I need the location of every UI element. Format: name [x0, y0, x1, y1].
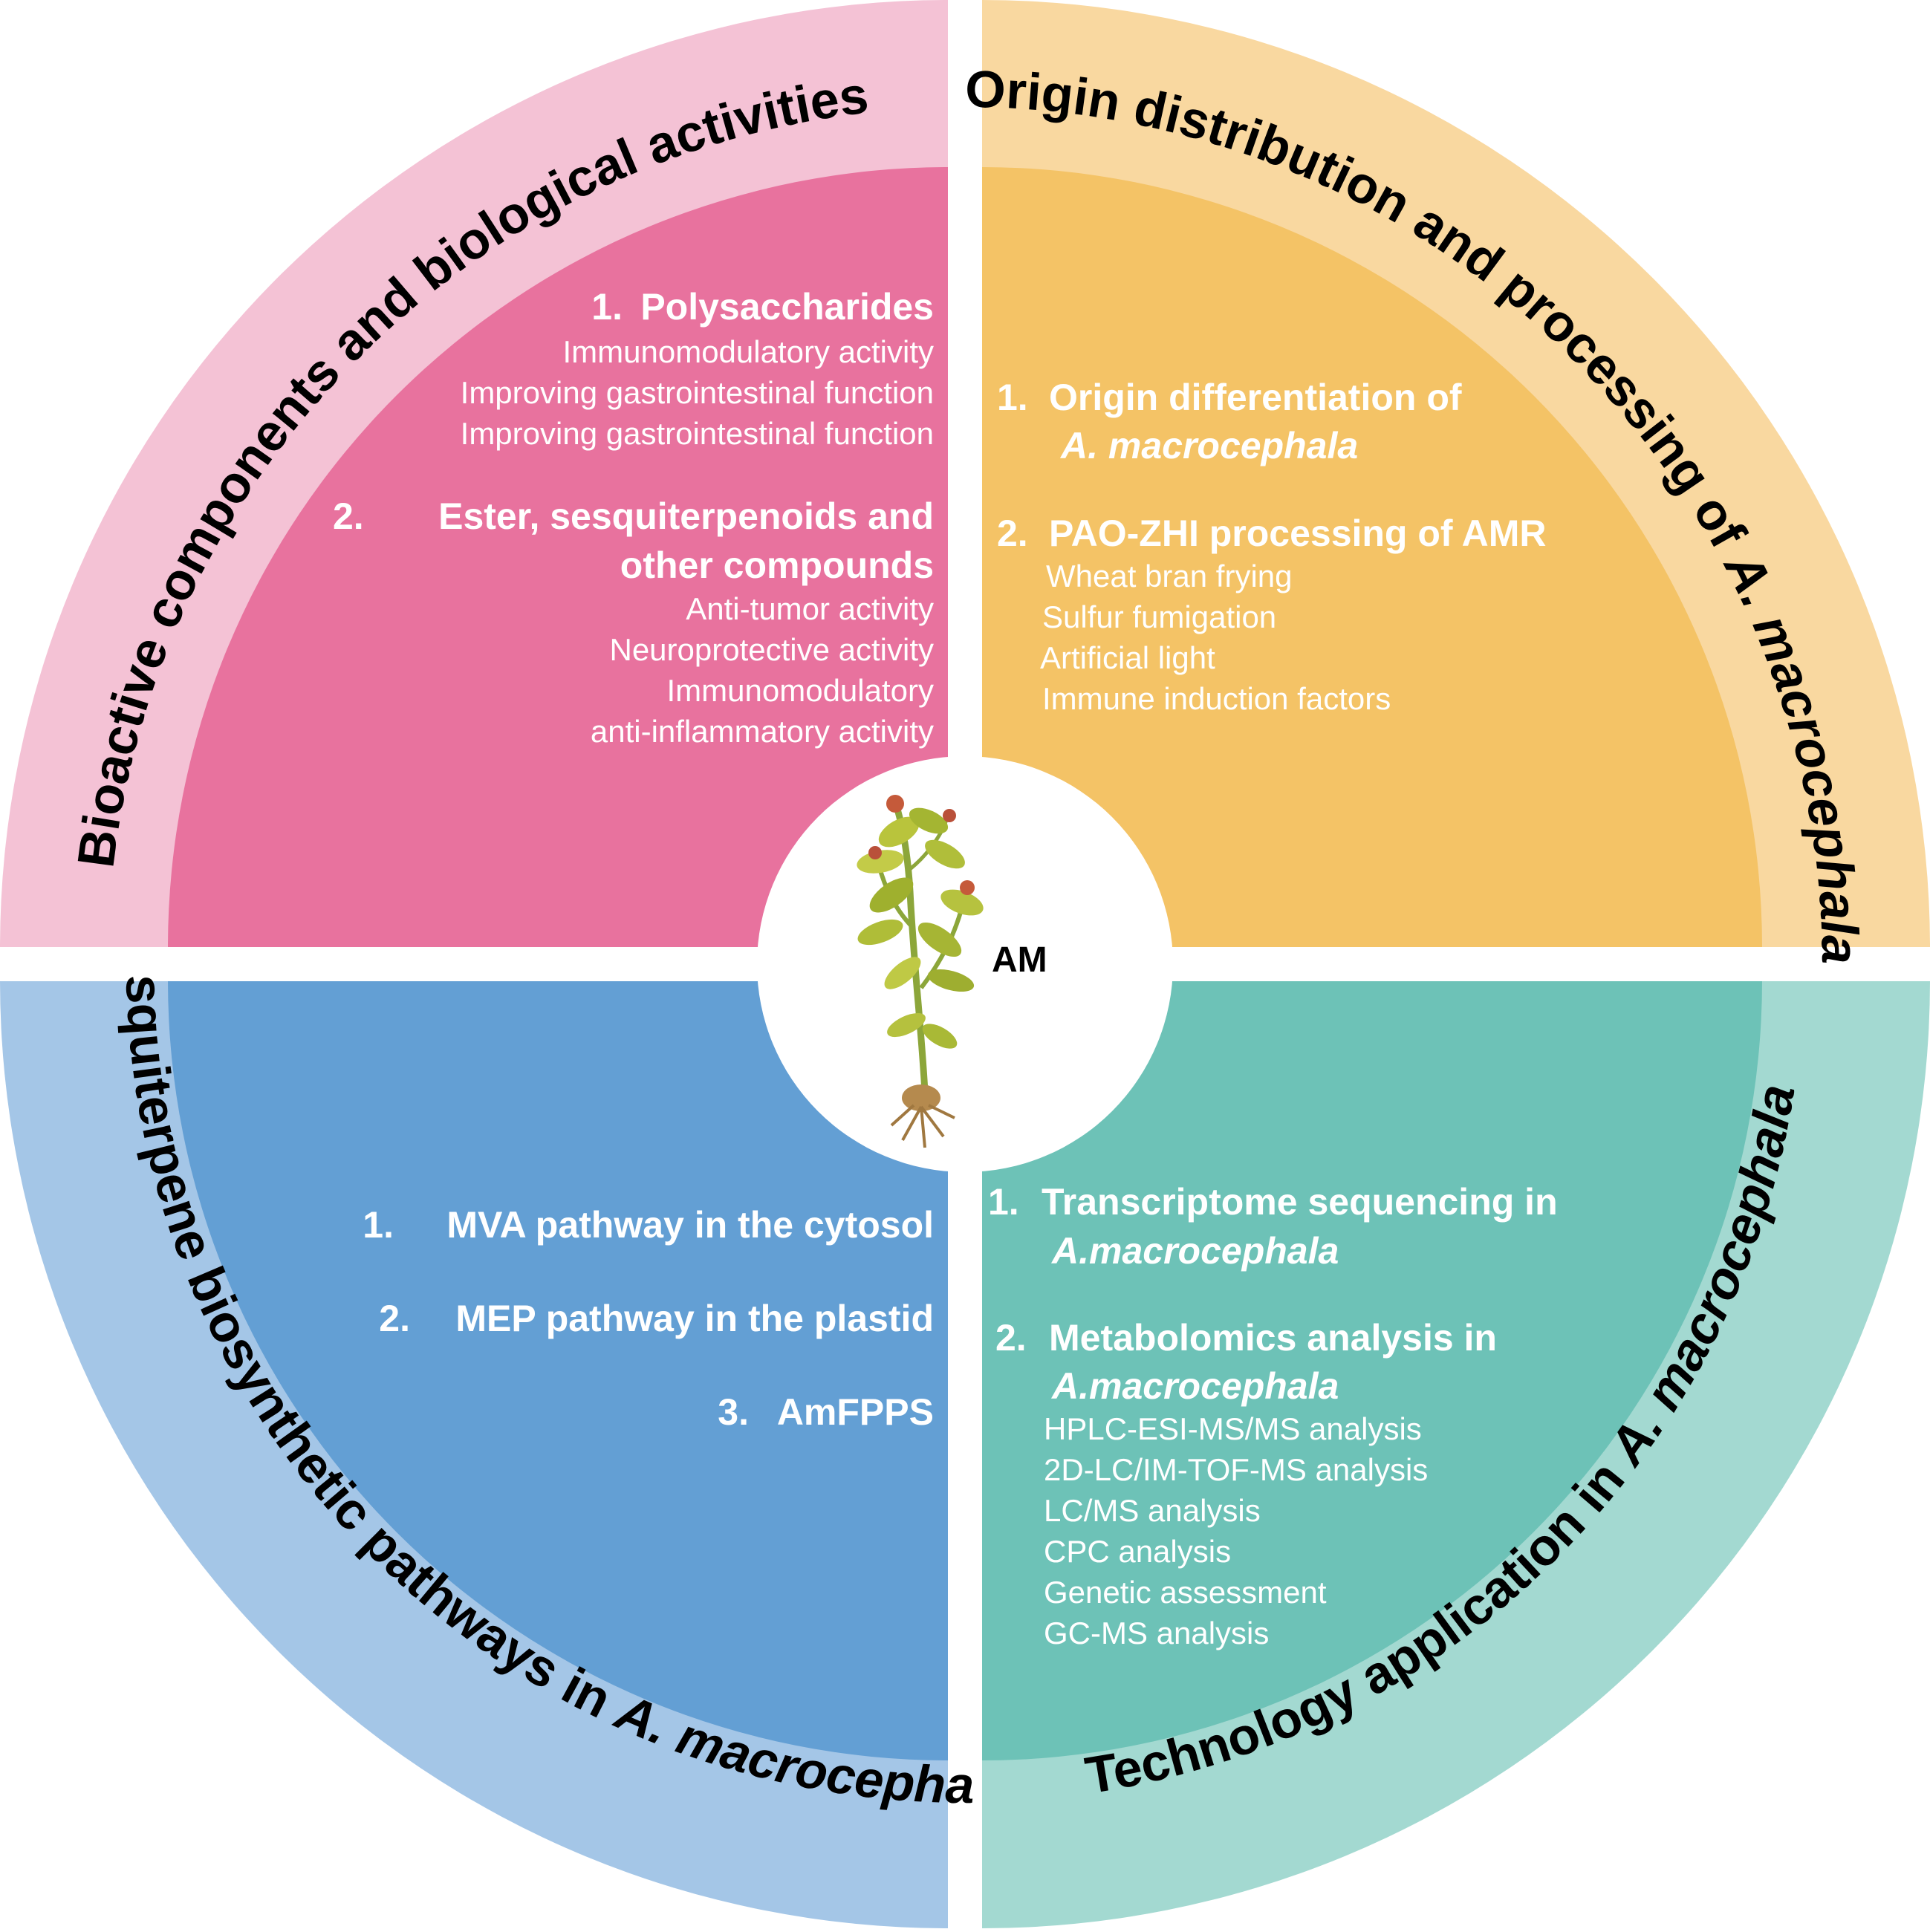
tl-group2-item: anti-inflammatory activity	[591, 714, 934, 749]
center-hub: AM	[757, 756, 1173, 1172]
bl-item-text: MVA pathway in the cytosol	[446, 1204, 934, 1246]
bl-item-number: 3.	[718, 1391, 749, 1433]
br-group2-item: 2D-LC/IM-TOF-MS analysis	[1044, 1452, 1428, 1487]
tr-group2-heading: PAO-ZHI processing of AMR	[1049, 513, 1546, 554]
bl-item-text: MEP pathway in the plastid	[455, 1298, 934, 1339]
quadrant-inner-bottom-right	[982, 981, 1762, 1760]
tl-group1-item: Improving gastrointestinal function	[461, 416, 934, 451]
tl-group1-heading: Polysaccharides	[640, 286, 934, 328]
br-group2-heading-italic: A.macrocephala	[1050, 1365, 1339, 1407]
tl-group2-item: Anti-tumor activity	[686, 591, 934, 626]
center-label: AM	[992, 940, 1047, 980]
br-group2-item: GC-MS analysis	[1044, 1616, 1269, 1650]
tl-group2-heading: other compounds	[620, 544, 934, 586]
bottom-right-content: 1. Transcriptome sequencing in A.macroce…	[988, 1181, 1558, 1650]
tr-group1-heading: Origin differentiation of	[1049, 377, 1462, 418]
br-group2-item: LC/MS analysis	[1044, 1493, 1261, 1528]
bottom-left-content: 1. MVA pathway in the cytosol 2. MEP pat…	[363, 1204, 934, 1433]
tr-group2-item: Sulfur fumigation	[1042, 599, 1276, 634]
bl-item-number: 1.	[363, 1204, 394, 1246]
br-group2-heading: Metabolomics analysis in	[1049, 1317, 1497, 1359]
tr-group1-number: 1.	[997, 377, 1028, 418]
br-group2-item: HPLC-ESI-MS/MS analysis	[1044, 1411, 1422, 1446]
tl-group1-item: Immunomodulatory activity	[562, 334, 934, 369]
br-group2-item: CPC analysis	[1044, 1534, 1231, 1569]
tl-group2-heading: Ester, sesquiterpenoids and	[438, 495, 934, 537]
quadrant-inner-top-right	[982, 167, 1762, 947]
br-group1-number: 1.	[988, 1181, 1019, 1223]
tr-group2-item: Artificial light	[1040, 640, 1215, 675]
tr-group2-number: 2.	[997, 513, 1028, 554]
top-right-content: 1. Origin differentiation of A. macrocep…	[997, 377, 1546, 716]
center-circle	[757, 756, 1173, 1172]
br-group2-item: Genetic assessment	[1044, 1575, 1327, 1610]
tl-group2-number: 2.	[333, 495, 364, 537]
tr-group2-item: Immune induction factors	[1042, 681, 1391, 716]
br-group1-heading-italic: A.macrocephala	[1050, 1230, 1339, 1272]
bl-item-number: 2.	[379, 1298, 410, 1339]
tl-group2-item: Immunomodulatory	[667, 673, 934, 708]
bl-item-text: AmFPPS	[777, 1391, 934, 1433]
tl-group1-item: Improving gastrointestinal function	[461, 375, 934, 410]
plant-icon	[857, 795, 984, 1148]
tl-group1-number: 1.	[591, 286, 623, 328]
tr-group1-heading-italic: A. macrocephala	[1059, 425, 1358, 466]
tl-group2-item: Neuroprotective activity	[609, 632, 934, 667]
quadrant-inner-bottom-left	[168, 981, 948, 1760]
tr-group2-item: Wheat bran frying	[1046, 559, 1293, 593]
quadrant-inner-top-left	[168, 167, 948, 947]
top-left-content: 1. Polysaccharides Immunomodulatory acti…	[333, 286, 934, 749]
br-group2-number: 2.	[995, 1317, 1027, 1359]
br-group1-heading: Transcriptome sequencing in	[1042, 1181, 1558, 1223]
